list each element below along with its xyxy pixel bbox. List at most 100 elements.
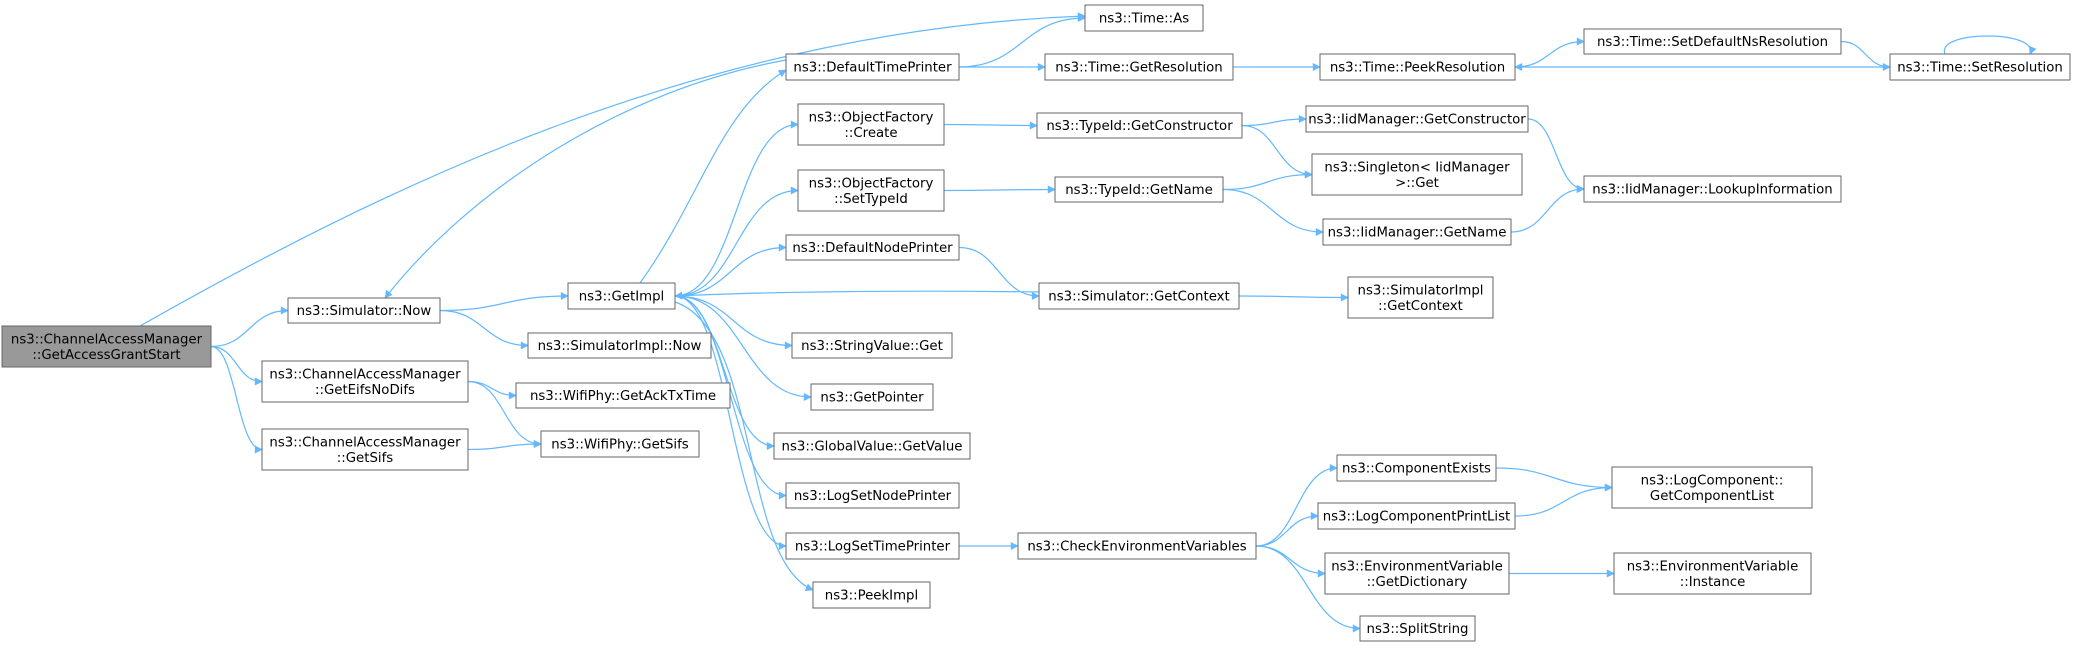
node-box [1,325,212,368]
edge-iidCtor-to-iidLookup [1527,118,1585,193]
node-label: ::GetDictionary [1367,575,1468,590]
edge-cev-to-envDict [1255,545,1326,578]
node-box [1054,176,1224,203]
node-label: ns3::SplitString [1367,622,1469,637]
node-simnow[interactable]: ns3::Simulator::Now [287,297,441,324]
node-label: ns3::DefaultNodePrinter [792,241,953,256]
node-box [287,297,441,324]
node-simCtx[interactable]: ns3::Simulator::GetContext [1038,282,1240,310]
node-lcpl[interactable]: ns3::LogComponentPrintList [1317,502,1516,530]
edge-dtp-to-timeAs [958,14,1086,68]
node-setRes[interactable]: ns3::Time::SetResolution [1889,53,2071,81]
node-box [515,382,731,409]
node-label: ns3::Time::GetResolution [1055,61,1222,76]
node-split[interactable]: ns3::SplitString [1359,615,1476,642]
node-lsnp[interactable]: ns3::LogSetNodePrinter [785,482,960,509]
node-label: ns3::ObjectFactory [809,110,934,125]
node-simimplnow[interactable]: ns3::SimulatorImpl::Now [527,332,712,359]
edge-cev-to-compExists [1255,464,1338,547]
node-box [1347,276,1494,319]
node-getSifsCam[interactable]: ns3::ChannelAccessManager::GetSifs [261,428,469,471]
node-root[interactable]: ns3::ChannelAccessManager::GetAccessGran… [1,325,212,368]
node-strGet[interactable]: ns3::StringValue::Get [791,332,953,359]
node-iidLookup[interactable]: ns3::IidManager::LookupInformation [1583,175,1842,203]
node-ofCreate[interactable]: ns3::ObjectFactory::Create [797,103,945,146]
node-label: ns3::GetImpl [579,290,664,305]
node-label: ::Instance [1680,575,1746,590]
node-box [1311,153,1523,196]
node-lcGetList[interactable]: ns3::LogComponent::GetComponentList [1611,466,1813,509]
edge-lcpl-to-lcGetList [1514,483,1613,517]
node-label: ns3::SimulatorImpl [1358,283,1484,298]
node-box [261,360,469,403]
node-label: ns3::Time::SetResolution [1897,61,2063,76]
node-box [1305,105,1529,133]
edge-tidName-to-singleton [1222,170,1313,191]
node-ofSet[interactable]: ns3::ObjectFactory::SetTypeId [797,169,945,212]
nodes: ns3::ChannelAccessManager::GetAccessGran… [1,4,2071,642]
edge-tidName-to-iidName [1222,188,1324,236]
node-label: ::SetTypeId [834,192,908,207]
node-label: ns3::WifiPhy::GetSifs [551,438,689,453]
edge-root-to-timeAs [139,12,1086,327]
node-getimpl[interactable]: ns3::GetImpl [567,282,676,310]
node-gvGet[interactable]: ns3::GlobalValue::GetValue [773,432,971,460]
node-box [1317,502,1516,530]
node-cev[interactable]: ns3::CheckEnvironmentVariables [1017,532,1257,560]
node-singleton[interactable]: ns3::Singleton< IidManager>::Get [1311,153,1523,196]
node-box [1319,53,1516,81]
edge-getimpl-to-getPtr [674,295,812,401]
node-label: ::GetSifs [337,451,393,466]
node-wifiSifs[interactable]: ns3::WifiPhy::GetSifs [540,430,700,458]
edge-setDefNs-to-setRes [1840,40,1891,71]
node-dnp[interactable]: ns3::DefaultNodePrinter [785,234,960,261]
node-peek[interactable]: ns3::PeekImpl [812,581,931,609]
node-getPtr[interactable]: ns3::GetPointer [810,383,934,411]
node-label: ns3::LogComponentPrintList [1323,510,1511,525]
node-box [785,482,960,509]
node-lstp[interactable]: ns3::LogSetTimePrinter [785,532,960,560]
node-box [261,428,469,471]
node-timeAs[interactable]: ns3::Time::As [1084,4,1204,32]
node-getEifs[interactable]: ns3::ChannelAccessManager::GetEifsNoDifs [261,360,469,403]
edge-dtp-to-simnow [384,59,787,299]
edge-simCtx-to-getimpl [674,290,1040,300]
node-peekRes[interactable]: ns3::Time::PeekResolution [1319,53,1516,81]
edge-getimpl-to-dnp [674,243,787,297]
node-envInst[interactable]: ns3::EnvironmentVariable::Instance [1613,552,1812,595]
node-label: ns3::Time::PeekResolution [1330,61,1505,76]
node-label: ns3::ChannelAccessManager [11,332,203,347]
node-box [785,234,960,261]
node-timeGetRes[interactable]: ns3::Time::GetResolution [1044,53,1234,81]
node-label: ns3::Simulator::Now [297,304,432,319]
edge-setRes-to-setRes [1944,35,2037,55]
node-iidName[interactable]: ns3::IidManager::GetName [1322,218,1512,246]
edge-simCtx-to-simImplCtx [1238,293,1349,302]
edges [139,12,2037,633]
node-box [1583,175,1842,203]
node-label: >::Get [1395,176,1439,191]
node-label: ns3::Singleton< IidManager [1324,160,1510,175]
node-label: ns3::IidManager::GetConstructor [1308,113,1526,128]
edge-getEifs-to-wifiSifs [467,380,542,448]
node-envDict[interactable]: ns3::EnvironmentVariable::GetDictionary [1324,552,1510,595]
node-label: ns3::LogSetTimePrinter [795,540,951,555]
node-tidName[interactable]: ns3::TypeId::GetName [1054,176,1224,203]
node-tidCtor[interactable]: ns3::TypeId::GetConstructor [1036,112,1243,139]
node-compExists[interactable]: ns3::ComponentExists [1336,454,1497,482]
node-box [1084,4,1204,32]
node-simImplCtx[interactable]: ns3::SimulatorImpl::GetContext [1347,276,1494,319]
node-label: ns3::EnvironmentVariable [1331,559,1503,574]
node-ackTx[interactable]: ns3::WifiPhy::GetAckTxTime [515,382,731,409]
node-label: ns3::PeekImpl [825,589,918,604]
node-label: ns3::SimulatorImpl::Now [538,339,702,354]
node-box [773,432,971,460]
node-box [1044,53,1234,81]
node-box [1336,454,1497,482]
node-label: ns3::Time::SetDefaultNsResolution [1597,35,1828,50]
node-iidCtor[interactable]: ns3::IidManager::GetConstructor [1305,105,1529,133]
node-box [567,282,676,310]
node-dtp[interactable]: ns3::DefaultTimePrinter [785,53,960,81]
node-setDefNs[interactable]: ns3::Time::SetDefaultNsResolution [1583,28,1842,55]
